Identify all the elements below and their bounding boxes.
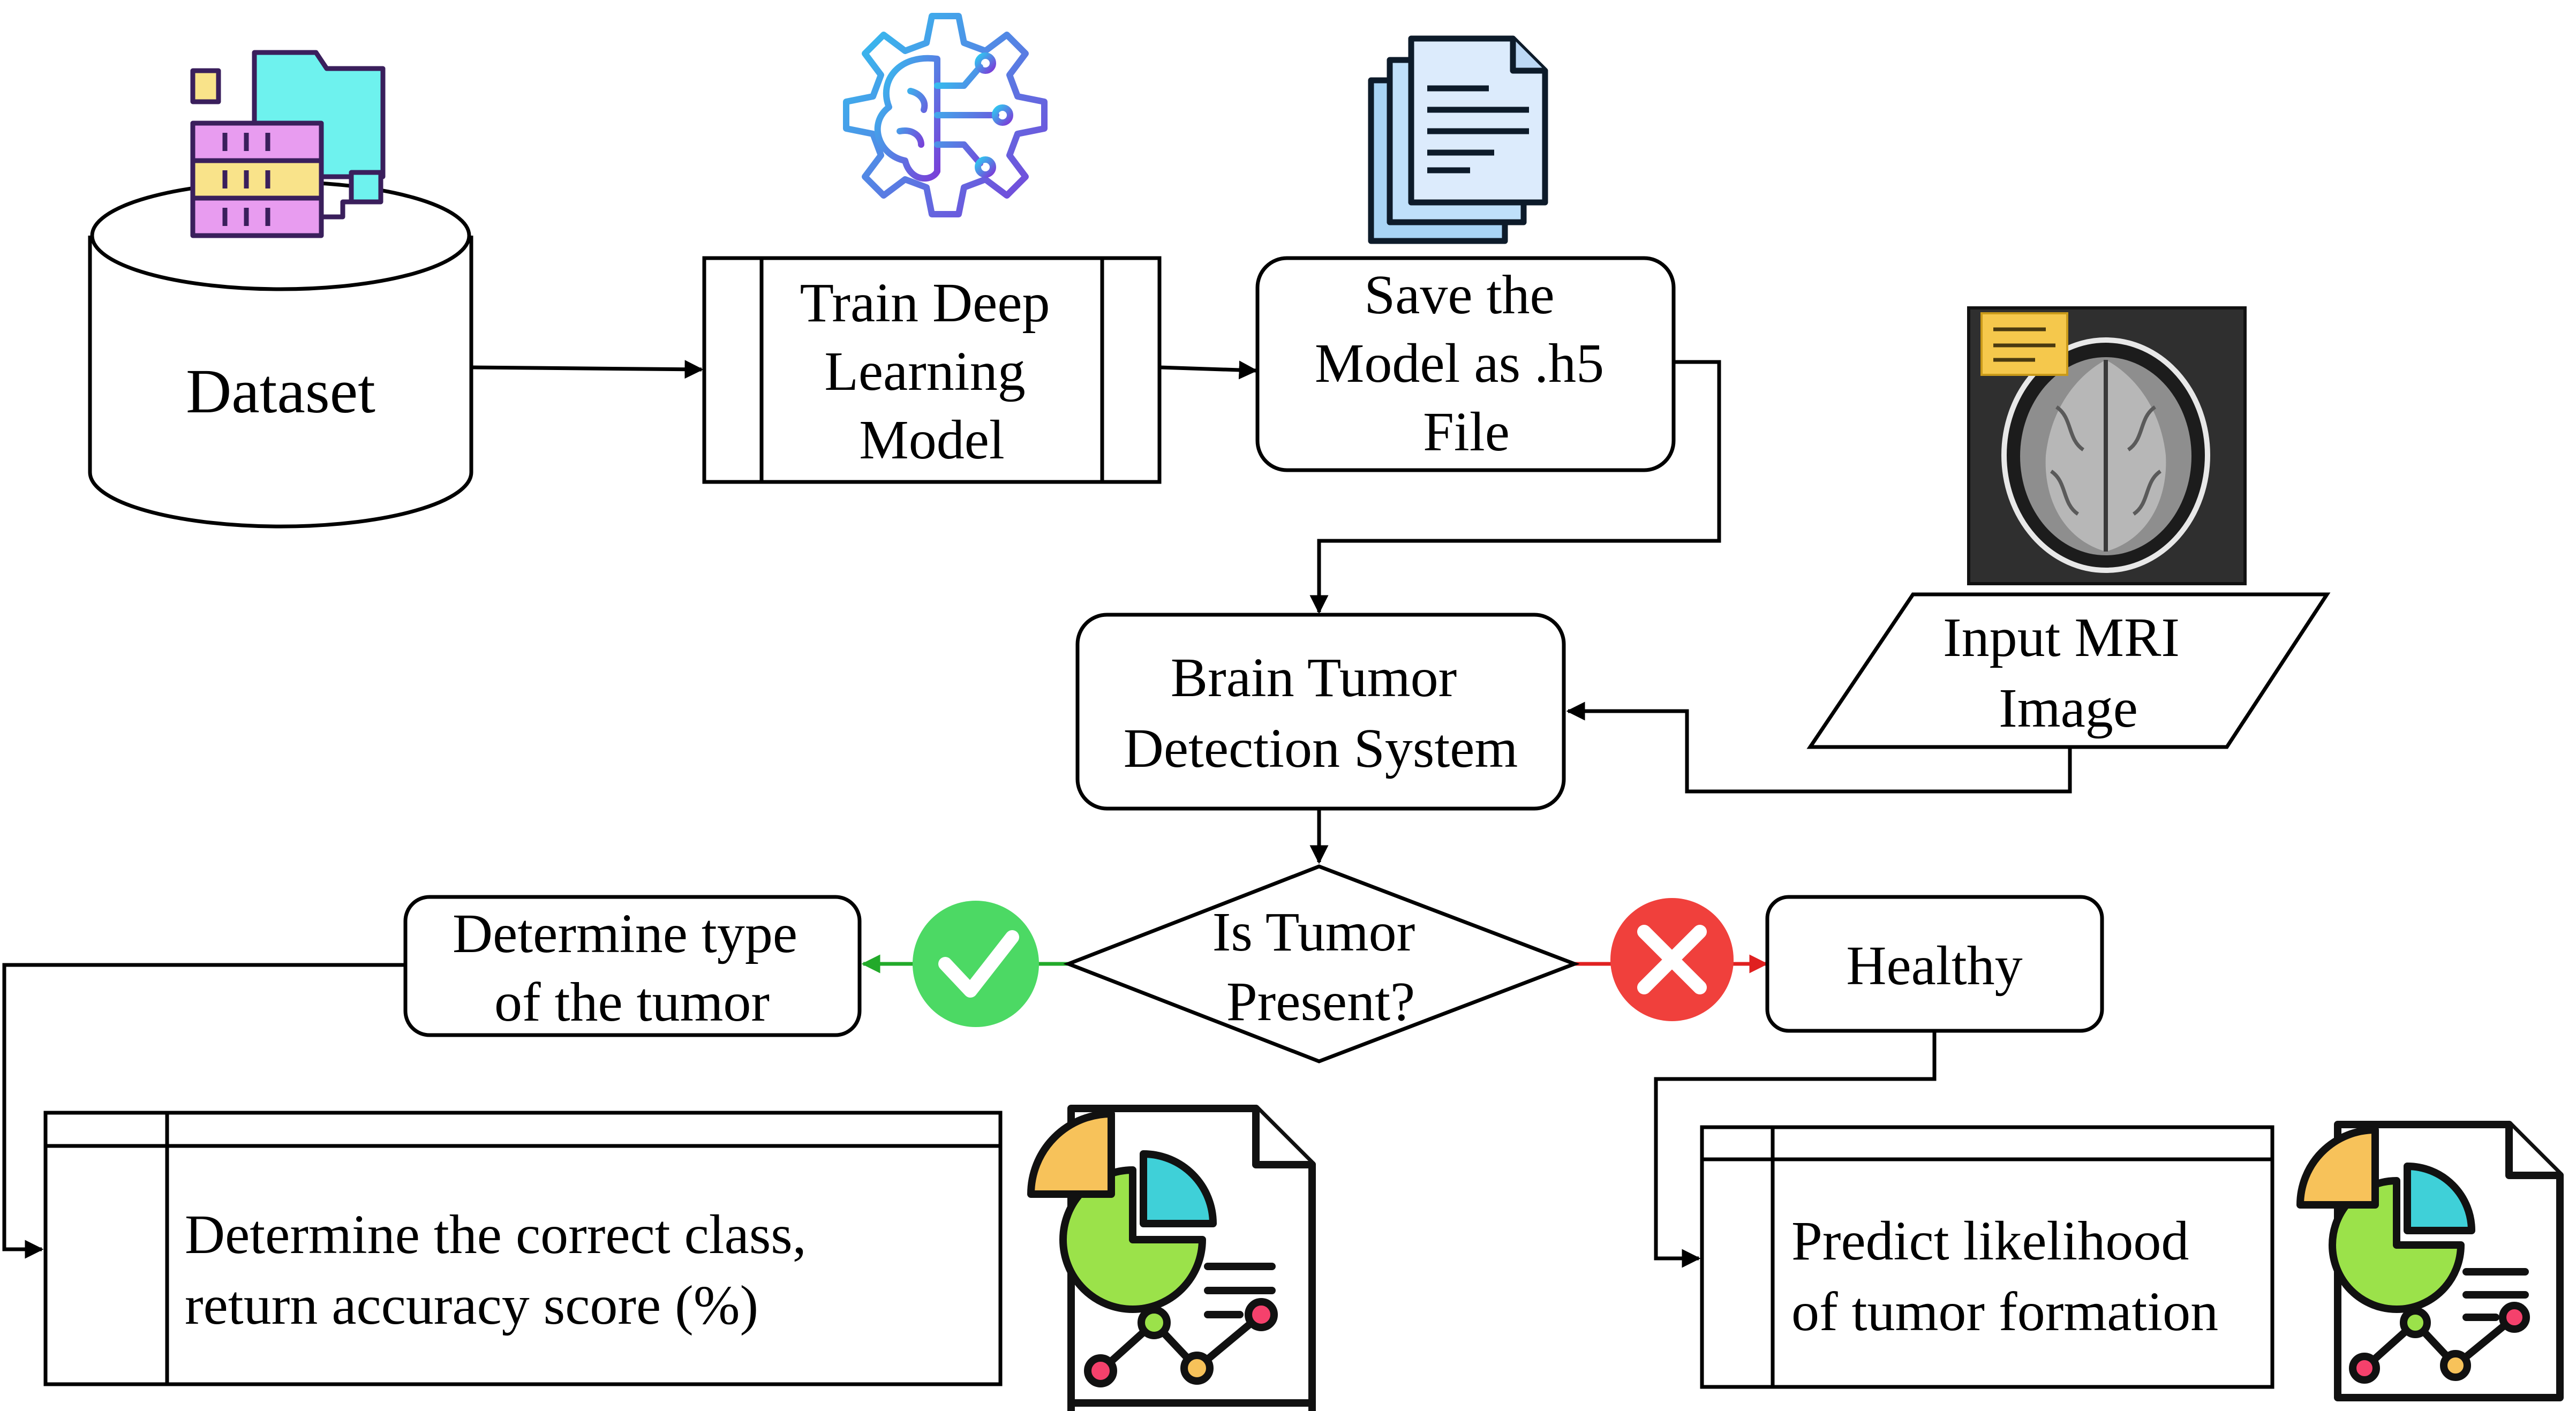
connectors: [2, 360, 2072, 1268]
save-model-node: Save the Model as .h5 File: [1255, 256, 1676, 472]
save-label-line2: Model as .h5: [1315, 333, 1604, 394]
svg-text:Is Tumor Present?: Is Tumor Present?: [1212, 901, 1429, 1032]
class-label-line1: Determine the correct class,: [185, 1204, 807, 1265]
svg-text:Predict likelihood of tu: Predict likelihood of tumor formation: [1791, 1210, 2218, 1342]
train-label-line1: Train Deep: [800, 272, 1050, 334]
decision-label-line2: Present?: [1226, 971, 1415, 1032]
arrow-type-to-class: [2, 963, 405, 1259]
type-label-line1: Determine type: [453, 903, 797, 964]
determine-type-node: Determine type of the tumor: [403, 895, 862, 1037]
input-mri-node: Input MRI Image: [1806, 592, 2331, 749]
healthy-label: Healthy: [1846, 935, 2022, 997]
class-label-line2: return accuracy score (%): [185, 1274, 758, 1336]
save-label-line3: File: [1423, 401, 1510, 463]
train-label-line2: Learning: [824, 341, 1025, 402]
decision-node: Is Tumor Present?: [1063, 864, 1580, 1063]
decision-label-line1: Is Tumor: [1212, 901, 1415, 963]
dataset-label: Dataset: [186, 356, 375, 426]
svg-text:Brain Tumor Detection Sy: Brain Tumor Detection System: [1124, 647, 1518, 779]
arrow-mri-to-system: [1566, 701, 2072, 794]
arrow-train-to-save: [1159, 360, 1258, 380]
mri-label-line1: Input MRI: [1943, 607, 2180, 668]
mri-label-line2: Image: [1999, 677, 2138, 739]
train-model-node: Train Deep Learning Model: [702, 256, 1162, 484]
brain-gear-icon: [843, 13, 1048, 217]
svg-text:Determine the correct class,: Determine the correct class, return accu…: [185, 1204, 820, 1336]
svg-text:Input MRI Image: Input MRI Image: [1943, 607, 2194, 739]
detection-system-node: Brain Tumor Detection System: [1075, 613, 1566, 811]
healthy-node: Healthy: [1765, 895, 2104, 1033]
mri-scan-image: [1967, 306, 2247, 585]
svg-text:Determine type of the tu: Determine type of the tumor: [453, 903, 811, 1033]
save-label-line1: Save the: [1364, 264, 1554, 326]
check-circle-icon: [913, 901, 1039, 1027]
train-label-line3: Model: [859, 409, 1005, 471]
arrow-dataset-to-train: [471, 360, 704, 379]
predict-label-line2: of tumor formation: [1791, 1281, 2218, 1342]
svg-text:Train Deep Learning: Train Deep Learning Model: [800, 272, 1064, 471]
database-files-icon: [190, 50, 386, 238]
documents-stack-icon: [1368, 35, 1548, 244]
svg-text:Save the Model as .h5: Save the Model as .h5 File: [1315, 264, 1618, 463]
predict-label-line1: Predict likelihood: [1791, 1210, 2189, 1272]
arrow-save-to-system: [1309, 360, 1721, 614]
cross-circle-icon: [1610, 898, 1734, 1021]
report-chart-icon: [1027, 1105, 1316, 1411]
predict-node: Predict likelihood of tumor formation: [1700, 1125, 2274, 1389]
system-label-line1: Brain Tumor: [1171, 647, 1457, 708]
arrow-healthy-to-predict: [1654, 1031, 1937, 1268]
dataset-node: Dataset: [88, 180, 473, 529]
system-label-line2: Detection System: [1124, 718, 1518, 779]
correct-class-node: Determine the correct class, return accu…: [43, 1111, 1003, 1386]
type-label-line2: of the tumor: [494, 971, 770, 1033]
report-chart-icon: [2296, 1121, 2564, 1401]
